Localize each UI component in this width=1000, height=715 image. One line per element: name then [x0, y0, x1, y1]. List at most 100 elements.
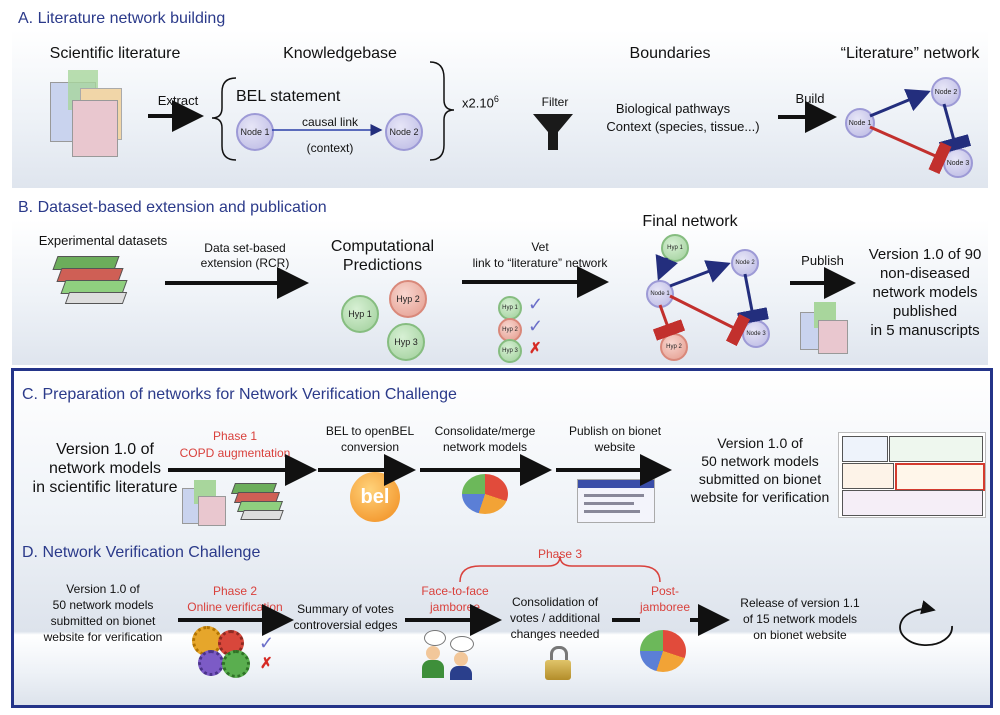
copd-papers-image [182, 480, 226, 526]
published-version-line-4: published [892, 303, 958, 320]
online-verification-label: Online verification [187, 600, 283, 614]
computational-line-1: Computational [330, 238, 435, 255]
publish-bionet-line-2: website [594, 440, 636, 454]
c-version-out-line-4: website for verification [690, 489, 830, 505]
extension-line-2: extension (RCR) [200, 256, 290, 270]
bel-conversion-line-2: conversion [340, 440, 400, 454]
causal-link-label: causal link [301, 115, 359, 129]
lit-edge-1-2 [869, 88, 931, 118]
online-reject-icon: ✗ [260, 655, 273, 672]
consolidation-line-3: changes needed [510, 627, 600, 641]
final-edge-node1-node2 [669, 260, 731, 288]
d-version-line-3: submitted on bionet [50, 614, 156, 628]
final-network-label: Final network [642, 213, 738, 230]
published-version-line-5: in 5 manuscripts [870, 322, 980, 339]
c-version-line-2: network models [48, 460, 162, 477]
d-version-line-1: Version 1.0 of [66, 582, 140, 596]
published-version-line-2: non-diseased [879, 265, 971, 282]
phase-3-label: Phase 3 [537, 547, 583, 561]
consolidation-line-1: Consolidation of [511, 595, 599, 609]
vet-label: Vet [531, 240, 549, 254]
jamboree-label: jamboree [429, 600, 481, 614]
multiplier-exponent: 6 [493, 94, 499, 104]
multiplier-label: x2.106 [462, 94, 499, 110]
c-version-out-line-1: Version 1.0 of [717, 435, 803, 451]
final-edge-node2-node3 [737, 273, 769, 325]
biological-pathways-label: Biological pathways [615, 101, 731, 116]
d-version-line-4: website for verification [43, 630, 163, 644]
c-version-line-1: Version 1.0 of [56, 441, 154, 458]
vet-reject-icon: ✗ [529, 340, 542, 357]
hyp-1: Hyp 1 [341, 295, 379, 333]
boundaries-label: Boundaries [629, 45, 711, 62]
lit-net-node-2: Node 2 [931, 77, 961, 107]
c-version-line-3: in scientific literature [32, 479, 178, 496]
publish-papers-image [800, 302, 850, 354]
literature-network-label: “Literature” network [840, 45, 980, 62]
multiplier-base: x2.10 [462, 95, 494, 111]
panel-cd-frame [11, 368, 993, 708]
node-2: Node 2 [385, 113, 423, 151]
computational-line-2: Predictions [342, 257, 423, 274]
hyp-3: Hyp 3 [387, 323, 425, 361]
extension-line-1: Data set-based [204, 241, 286, 255]
vet-accept-icon-2: ✓ [528, 316, 544, 336]
c-version-out-line-3: submitted on bionet [698, 471, 822, 487]
panel-d-title: D. Network Verification Challenge [22, 544, 261, 561]
post-jamboree-pie-image [640, 630, 686, 672]
phase-3-brace [459, 555, 661, 583]
scientific-literature-label: Scientific literature [49, 45, 181, 62]
right-brace [429, 61, 455, 161]
consolidate-line-1: Consolidate/merge [434, 424, 536, 438]
online-accept-icon: ✓ [259, 633, 275, 653]
vet-accept-icon-1: ✓ [528, 294, 544, 314]
left-brace [211, 77, 237, 161]
final-edge-hyp1-node1 [655, 254, 678, 281]
published-version-line-1: Version 1.0 of 90 [868, 246, 982, 263]
post-jamboree-label: jamboree [639, 600, 691, 614]
c-version-out-line-2: 50 network models [701, 453, 819, 469]
face-to-face-label: Face-to-face [421, 584, 489, 598]
final-edge-node1-hyp2 [652, 304, 686, 341]
bel-conversion-line-1: BEL to openBEL [325, 424, 415, 438]
cycle-arrow-icon [899, 600, 953, 647]
phase-2-label: Phase 2 [212, 584, 258, 598]
consolidation-line-2: votes / additional [509, 611, 601, 625]
context-label: (context) [306, 141, 354, 155]
panel-a-title: A. Literature network building [18, 10, 226, 27]
experimental-datasets-label: Experimental datasets [38, 233, 168, 248]
lit-edge-1-3 [869, 125, 952, 175]
panel-c-title: C. Preparation of networks for Network V… [22, 386, 457, 403]
panel-b-title: B. Dataset-based extension and publicati… [18, 199, 327, 216]
consolidate-line-2: network models [442, 440, 528, 454]
people-discussion-image [420, 630, 482, 680]
bionet-website-screenshot [577, 479, 655, 523]
published-version-line-3: network models [872, 284, 978, 301]
node-1: Node 1 [236, 113, 274, 151]
release-line-1: Release of version 1.1 [740, 596, 860, 610]
openbel-logo-text: bel [360, 485, 390, 508]
hyp-2: Hyp 2 [389, 280, 427, 318]
summary-line-2: controversial edges [293, 618, 398, 632]
phase-1-label: Phase 1 [212, 429, 258, 443]
filter-label: Filter [541, 95, 569, 109]
knowledgebase-label: Knowledgebase [283, 45, 397, 62]
bel-statement-label: BEL statement [236, 88, 341, 105]
literature-papers-image [50, 70, 130, 157]
post-label: Post- [650, 584, 679, 598]
merge-pie-image [462, 474, 508, 514]
context-species-label: Context (species, tissue...) [606, 119, 760, 134]
release-line-3: on bionet website [753, 628, 847, 642]
vet-hyp-3: Hyp 3 [498, 339, 522, 363]
lit-net-node-1: Node 1 [845, 108, 875, 138]
copd-augmentation-label: COPD augmentation [179, 446, 291, 460]
gears-image [192, 626, 252, 678]
network-models-grid-image [838, 432, 986, 518]
filter-funnel-icon [533, 114, 573, 150]
publish-bionet-line-1: Publish on bionet [568, 424, 662, 438]
vet-link-label: link to “literature” network [472, 256, 608, 270]
lock-icon [545, 646, 571, 680]
d-version-line-2: 50 network models [52, 598, 154, 612]
release-line-2: of 15 network models [742, 612, 858, 626]
